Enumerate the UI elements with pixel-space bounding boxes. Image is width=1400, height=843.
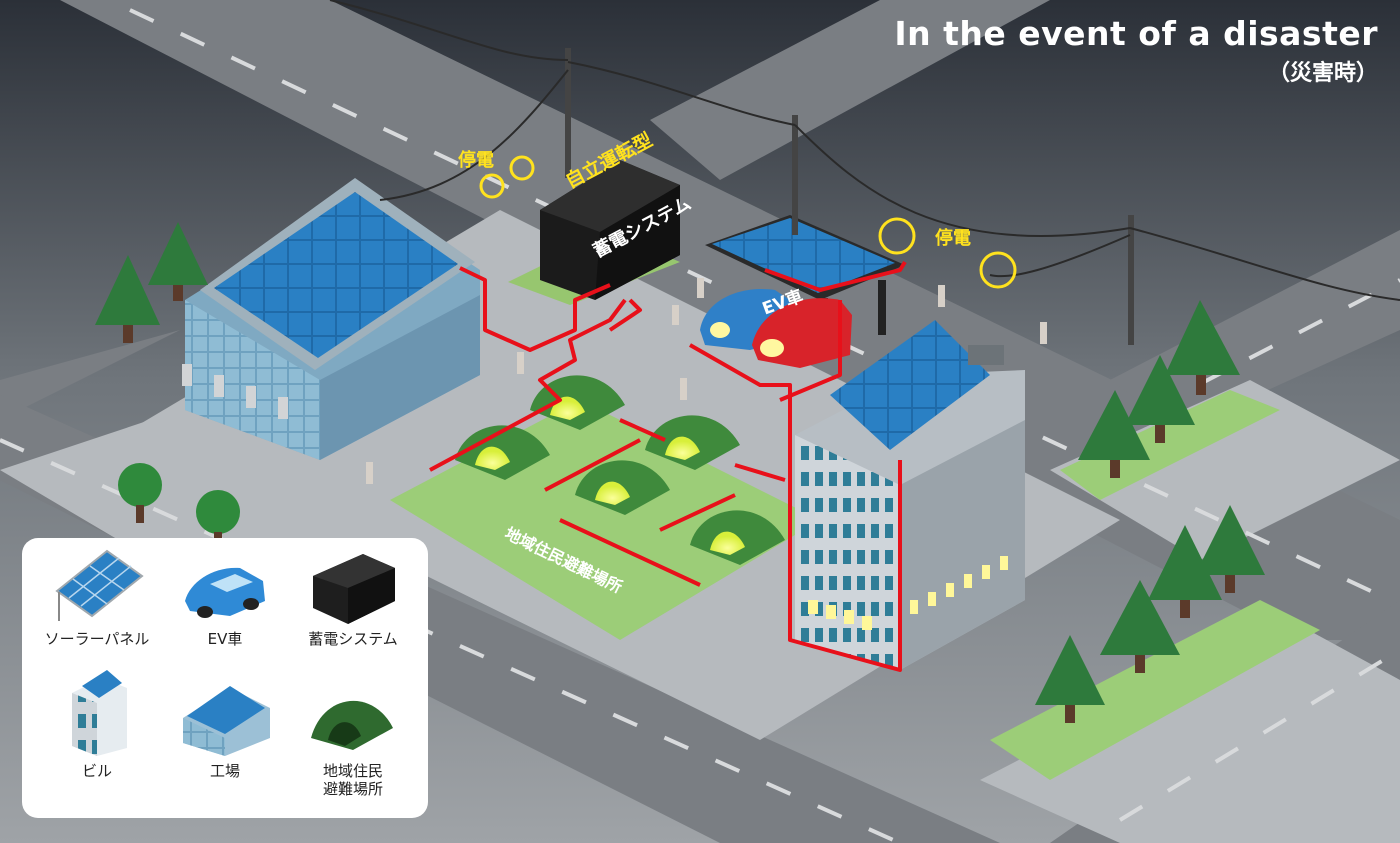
legend-item-ev-car: EV車 (160, 546, 290, 648)
legend-label-tent-line2: 避難場所 (322, 780, 383, 798)
ev-cars (700, 289, 852, 368)
legend-label-storage: 蓄電システム (308, 630, 398, 648)
factory-solar-panel (214, 192, 458, 358)
legend-item-solar-panel: ソーラーパネル (32, 546, 162, 648)
outage-indicators (479, 155, 1017, 289)
tent (575, 460, 670, 515)
solar-panel-icon (55, 549, 144, 621)
storage-system (540, 160, 680, 300)
building-icon (72, 670, 127, 756)
power-routes (429, 260, 907, 672)
legend-item-building: ビル (32, 658, 162, 780)
legend-label-solar-panel: ソーラーパネル (44, 630, 150, 648)
title-main: In the event of a disaster (894, 14, 1378, 53)
page-title: In the event of a disaster （災害時） (894, 14, 1378, 87)
legend-panel: ソーラーパネル EV車 蓄電システム ビル 工場 (22, 538, 428, 818)
legend-label-factory: 工場 (209, 762, 240, 780)
outage-circle (979, 251, 1017, 289)
tent (645, 415, 740, 470)
outage-circle (878, 217, 916, 255)
legend-label-tent: 地域住民 避難場所 (288, 762, 418, 798)
factory-icon (183, 686, 270, 756)
legend-label-tent-line1: 地域住民 (322, 762, 383, 780)
office-building (795, 320, 1025, 670)
tent (455, 425, 550, 480)
legend-label-building: ビル (81, 762, 112, 780)
office-solar-panel (830, 320, 990, 450)
tent (690, 510, 785, 565)
tent-icon (311, 700, 393, 750)
legend-item-storage: 蓄電システム (288, 546, 418, 648)
outage-label-right: 停電 (935, 228, 971, 249)
ev-car-icon (185, 567, 265, 618)
title-sub: （災害時） (1267, 61, 1378, 86)
people (366, 278, 1047, 484)
outage-label-left: 停電 (458, 150, 494, 171)
outage-circle (479, 173, 505, 199)
legend-item-tent: 地域住民 避難場所 (288, 688, 418, 798)
factory-building (182, 178, 480, 460)
shelter-tents (455, 375, 785, 565)
utility-poles (329, 0, 1400, 345)
trees (95, 222, 1265, 723)
outage-circle (509, 155, 535, 181)
legend-label-ev-car: EV車 (207, 630, 243, 648)
storage-system-icon (313, 554, 395, 624)
legend-item-factory: 工場 (160, 668, 290, 780)
carport-solar-panel (712, 218, 895, 293)
